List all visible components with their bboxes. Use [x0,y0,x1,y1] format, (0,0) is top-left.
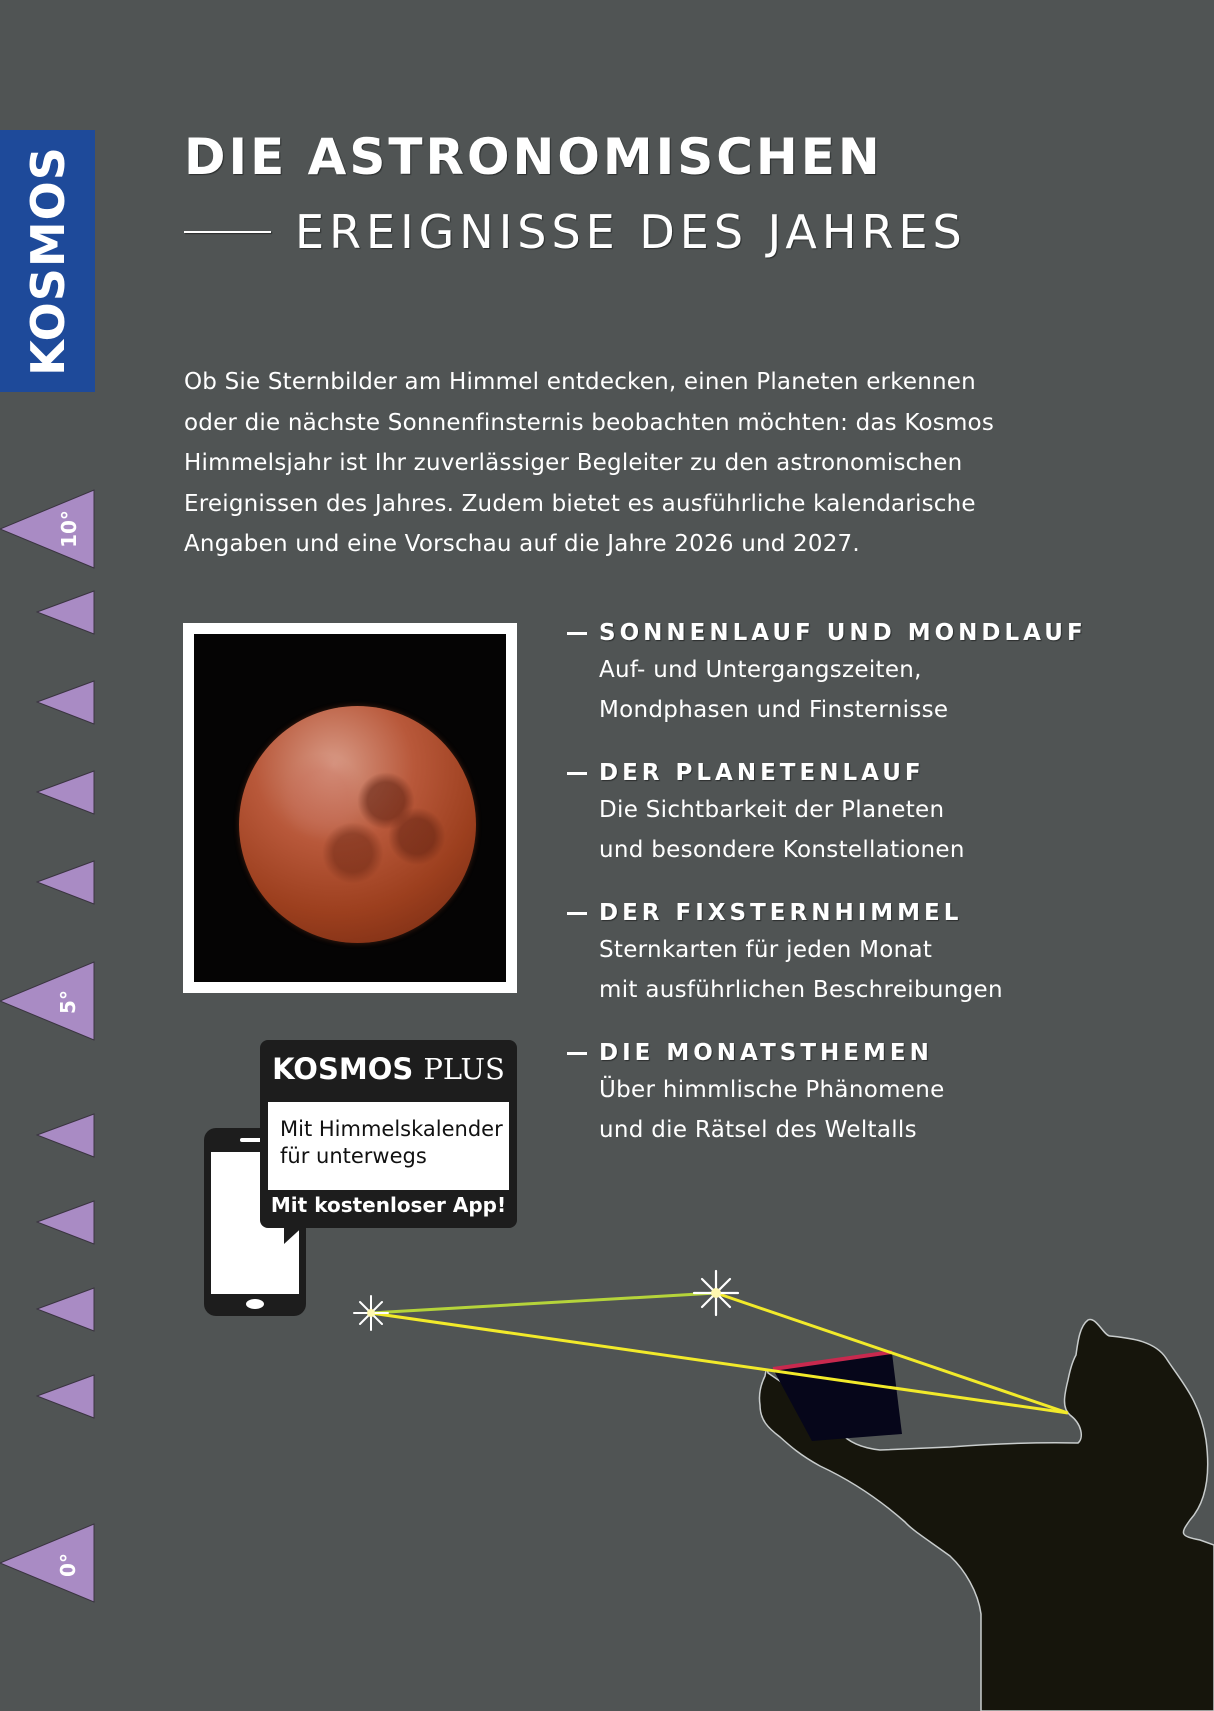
app-badge-title: KOSMOS PLUS [260,1052,517,1086]
scale-tick-icon [36,1374,95,1419]
moon-photo [183,623,517,993]
scale-tick-icon [36,1200,95,1245]
dash-icon [567,771,587,775]
scale-tick-icon [36,1113,95,1158]
person-silhouette-icon [758,1318,1214,1711]
app-badge-title-serif: PLUS [423,1052,505,1086]
title-rule [184,231,271,233]
scale-tick-icon [36,590,95,635]
degree-scale-triangle-icon [0,1523,95,1603]
brand-logo: KOSMOS [0,130,95,392]
eclipse-moon-icon [239,706,476,943]
feature-item: DIE MONATSTHEMEN Über himmlische Phänome… [567,1040,1207,1150]
feature-desc: Mondphasen und Finsternisse [599,697,949,723]
feature-desc: mit ausführlichen Beschreibungen [599,977,1003,1003]
feature-title: DIE MONATSTHEMEN [599,1040,933,1066]
intro-line: Ereignissen des Jahres. Zudem bietet es … [184,490,976,517]
dash-icon [567,911,587,915]
feature-title: DER PLANETENLAUF [599,760,925,786]
scale-tick-icon [36,770,95,815]
app-badge-cta: Mit kostenloser App! [270,1193,507,1217]
feature-title: SONNENLAUF UND MONDLAUF [599,620,1087,646]
dash-icon [567,1051,587,1055]
feature-desc: und besondere Konstellationen [599,837,965,863]
feature-desc: Die Sichtbarkeit der Planeten [599,797,945,823]
intro-paragraph: Ob Sie Sternbilder am Himmel entdecken, … [184,362,1064,565]
degree-scale-triangle-icon [0,489,95,569]
dash-icon [567,631,587,635]
star-icon [353,1295,389,1331]
scale-tick-icon [36,1287,95,1332]
page-title: DIE ASTRONOMISCHEN [184,128,883,186]
app-badge-title-bold: KOSMOS [272,1052,414,1086]
feature-item: DER FIXSTERNHIMMEL Sternkarten für jeden… [567,900,1207,1010]
phone-home-button [246,1299,264,1309]
scale-tick-icon [36,680,95,725]
app-badge-line: für unterwegs [280,1144,427,1168]
feature-item: SONNENLAUF UND MONDLAUF Auf- und Unterga… [567,620,1207,730]
feature-desc: Sternkarten für jeden Monat [599,937,933,963]
sightline [370,1291,717,1315]
star-icon [692,1269,740,1317]
app-badge: KOSMOS PLUS Mit Himmelskalender für unte… [260,1040,517,1244]
sightline [370,1311,1069,1415]
intro-line: oder die nächste Sonnenfinsternis beobac… [184,409,995,436]
phone-speaker [240,1138,270,1142]
app-badge-line: Mit Himmelskalender [280,1117,503,1141]
photo-background [194,634,506,982]
feature-desc: Auf- und Untergangszeiten, [599,657,922,683]
page-subtitle: EREIGNISSE DES JAHRES [295,205,967,259]
intro-line: Himmelsjahr ist Ihr zuverlässiger Beglei… [184,450,963,476]
page-subtitle-row: EREIGNISSE DES JAHRES [184,205,967,259]
scale-tick-icon [36,860,95,905]
intro-line: Ob Sie Sternbilder am Himmel entdecken, … [184,369,976,395]
feature-item: DER PLANETENLAUF Die Sichtbarkeit der Pl… [567,760,1207,870]
app-badge-box: Mit Himmelskalender für unterwegs [268,1102,509,1190]
speech-bubble-tail [284,1222,308,1244]
intro-line: Angaben und eine Vorschau auf die Jahre … [184,531,860,557]
feature-desc: Über himmlische Phänomene [599,1077,945,1103]
sightline [715,1291,1069,1415]
feature-title: DER FIXSTERNHIMMEL [599,900,963,926]
degree-scale-triangle-icon [0,961,95,1041]
feature-list: SONNENLAUF UND MONDLAUF Auf- und Unterga… [567,620,1207,1180]
feature-desc: und die Rätsel des Weltalls [599,1117,917,1143]
